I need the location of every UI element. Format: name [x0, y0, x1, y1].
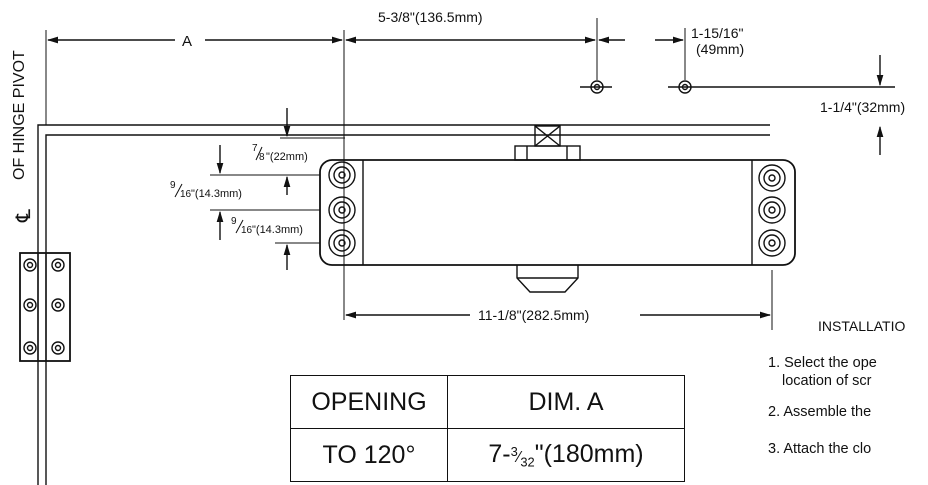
hinge-screw [51, 258, 65, 272]
table-row: TO 120° 7-3⁄32"(180mm) [290, 428, 685, 482]
row-dim-num: 3 [510, 444, 518, 460]
hinge-screw [23, 258, 37, 272]
row-dim-den: 32 [520, 454, 535, 470]
screw-hole [758, 164, 786, 192]
hinge-screw [23, 298, 37, 312]
closer-body [319, 159, 796, 266]
dim-32-label: 1-1/4"(32mm) [820, 99, 905, 115]
step2: 2. Assemble the [768, 404, 871, 420]
step1-number: 1. [768, 355, 781, 371]
row-dim-rest: "(180mm) [534, 440, 644, 469]
opening-table: OPENING DIM. A TO 120° 7-3⁄32"(180mm) [290, 375, 685, 482]
frame-inner-line [45, 134, 770, 485]
dim-14a-label: "(14.3mm) [191, 188, 242, 200]
centerline-symbol: ℄ [13, 209, 35, 223]
instructions-title: INSTALLATIO [818, 318, 906, 334]
dim-a-label: A [182, 33, 192, 50]
hinge-screw [23, 341, 37, 355]
step2-number: 2. [768, 404, 781, 420]
dim-14b-den: 16 [241, 225, 253, 236]
screw-hole [758, 229, 786, 257]
dim-136-label: 5-3/8"(136.5mm) [378, 9, 483, 25]
arm-bracket [514, 145, 581, 161]
dim-49-in-label: 1-15/16" [691, 25, 743, 41]
dim-14a-den: 16 [180, 189, 192, 200]
hinge-plate [19, 252, 71, 362]
step3-text: Attach the clo [783, 441, 872, 457]
valve-housing [516, 265, 579, 293]
dim-49-mm-label: (49mm) [696, 41, 744, 57]
step1-line1: Select the ope [784, 355, 877, 371]
dim-22-label: "(22mm) [266, 151, 308, 163]
step1: 1. Select the ope [768, 355, 877, 371]
hinge-screw [51, 298, 65, 312]
arm-screw-hole [678, 80, 692, 94]
frame-outer-line [37, 124, 770, 485]
step3-number: 3. [768, 441, 781, 457]
screw-hole [328, 161, 356, 189]
hinge-screw [51, 341, 65, 355]
header-dim-a: DIM. A [447, 375, 685, 429]
dim-22-num: 7 [252, 143, 258, 154]
row-dim-whole: 7- [488, 440, 511, 469]
step3: 3. Attach the clo [768, 441, 871, 457]
arm-screw-hole [590, 80, 604, 94]
dim-14b-label: "(14.3mm) [252, 224, 303, 236]
screw-hole [758, 196, 786, 224]
dim-22-den: 8 [259, 152, 265, 163]
dim-14a-num: 9 [170, 180, 176, 191]
row-dim-fraction: 3⁄32 [510, 444, 535, 470]
row-opening: TO 120° [290, 428, 448, 482]
screw-hole [328, 196, 356, 224]
dim-14b-num: 9 [231, 216, 237, 227]
table-header-row: OPENING DIM. A [290, 375, 685, 429]
hinge-pivot-label: OF HINGE PIVOT [11, 50, 28, 180]
header-opening: OPENING [290, 375, 448, 429]
step1-line2: location of scr [782, 373, 872, 389]
dim-282-label: 11-1/8"(282.5mm) [478, 307, 589, 323]
step2-text: Assemble the [783, 404, 872, 420]
row-dim-a: 7-3⁄32"(180mm) [447, 428, 685, 482]
screw-hole [328, 229, 356, 257]
